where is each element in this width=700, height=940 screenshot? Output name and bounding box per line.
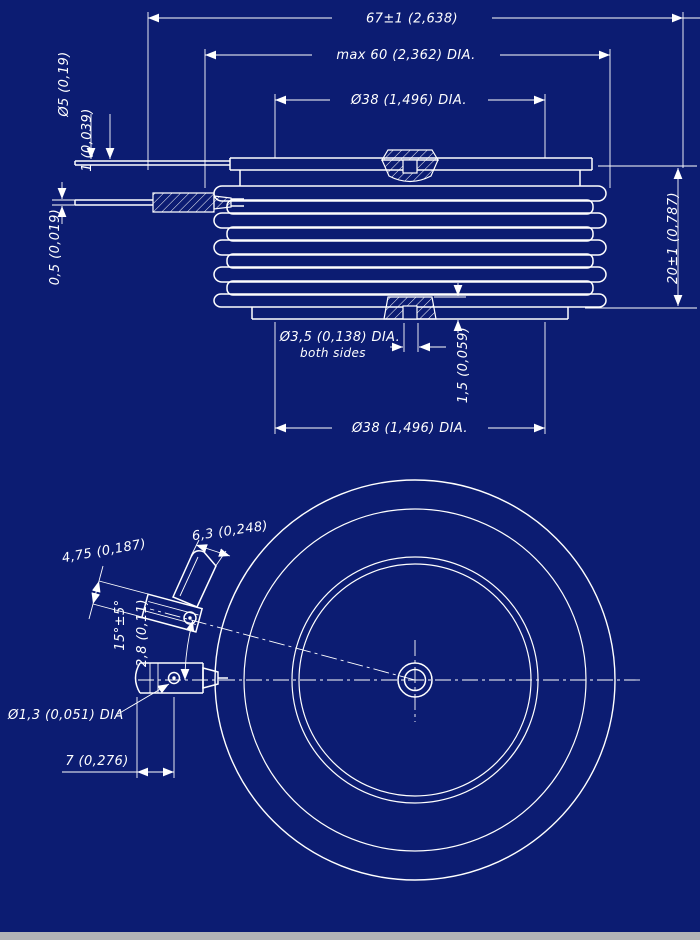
- dim-pin-hole-label: Ø1,3 (0,051) DIA: [7, 708, 124, 723]
- top-hub-cap: [380, 149, 440, 161]
- dim-terminal-label: 2,8 (0,11): [135, 599, 150, 667]
- dim-max-dia-label: max 60 (2,362) DIA.: [336, 48, 475, 63]
- dim-pin-offset: 7 (0,276): [62, 697, 175, 778]
- bottom-hub-hole: [402, 305, 418, 320]
- dim-tab-label: 6,3 (0,248): [191, 519, 269, 545]
- dim-max-dia: max 60 (2,362) DIA.: [204, 48, 611, 188]
- dim-pole-dia-bottom-label: Ø38 (1,496) DIA.: [351, 421, 468, 436]
- top-pole-plate: [229, 149, 593, 186]
- dim-gate-hole: Ø3,5 (0,138) DIA. both sides: [279, 323, 446, 360]
- side-view: 67±1 (2,638) max 60 (2,362) DIA. Ø38 (1,…: [48, 12, 700, 436]
- dim-lead-thickness-label: 0,5 (0,019): [48, 209, 63, 286]
- dim-pole-dia-bottom: Ø38 (1,496) DIA.: [274, 322, 546, 436]
- dim-overall-width-label: 67±1 (2,638): [366, 12, 458, 27]
- auxiliary-terminal-hole: [167, 671, 181, 685]
- dim-height-label: 20±1 (0,787): [666, 192, 681, 284]
- dim-lead-dia-label: Ø5 (0,19): [57, 51, 72, 117]
- dim-angle-label: 15°±5°: [113, 599, 128, 650]
- centerlines: [138, 608, 640, 722]
- dim-tab-width-label: 4,75 (0,187): [61, 537, 148, 567]
- ceramic-bellows: [213, 185, 607, 308]
- dim-height: 20±1 (0,787): [585, 165, 697, 309]
- dim-pole-dia-top: Ø38 (1,496) DIA.: [274, 93, 546, 158]
- scan-edge-strip: [0, 932, 700, 940]
- center-hub-outer: [397, 662, 433, 698]
- concentric-circles: [214, 479, 616, 881]
- gate-terminal-tab: [171, 550, 217, 608]
- dim-angle: 15°±5° 2,8 (0,11): [113, 599, 195, 681]
- plan-view: 6,3 (0,248) 4,75 (0,187) 15°±5° 2,8 (0,1…: [7, 479, 640, 881]
- lead-connector-block: [152, 192, 215, 213]
- dim-pin-hole: Ø1,3 (0,051) DIA: [7, 683, 170, 723]
- center-hub-inner: [403, 668, 427, 692]
- auxiliary-terminal-block: [134, 662, 228, 694]
- dim-lead-gap-label: 1 (0,039): [80, 108, 95, 171]
- dim-pole-dia-top-label: Ø38 (1,496) DIA.: [350, 93, 467, 108]
- dim-gate-hole-label: Ø3,5 (0,138) DIA.: [279, 330, 400, 345]
- bottom-pole-plate: [251, 296, 569, 320]
- dim-overall-width: 67±1 (2,638): [147, 12, 700, 170]
- dim-hub-height: 1,5 (0,059): [434, 283, 471, 403]
- dim-lead-group: Ø5 (0,19) 1 (0,039) 0,5 (0,019): [48, 51, 115, 286]
- gate-terminal-block: [140, 550, 217, 633]
- gate-lead-assembly: [74, 160, 244, 213]
- dim-gate-hole-note: both sides: [300, 346, 366, 360]
- dim-tab: 6,3 (0,248): [190, 519, 269, 568]
- dim-pin-offset-label: 7 (0,276): [65, 754, 128, 769]
- top-hub-hole: [402, 159, 418, 174]
- dim-hub-height-label: 1,5 (0,059): [456, 327, 471, 404]
